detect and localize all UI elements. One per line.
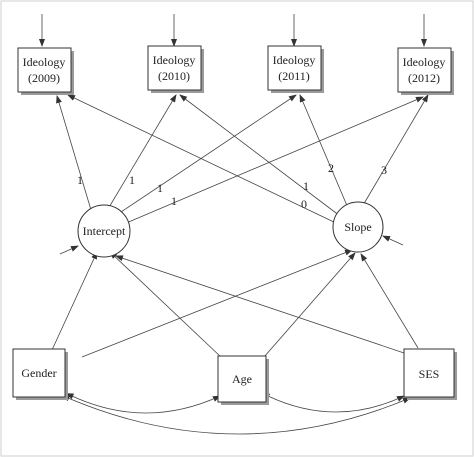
cov-age-ses: [261, 393, 405, 413]
indicator-label-line2: (2009): [28, 71, 60, 85]
indicator-label-line2: (2010): [158, 69, 190, 83]
covariate-ses-label: SES: [419, 367, 440, 381]
loading-slope-2012: 3: [381, 163, 387, 177]
loading-slope-2009: 0: [301, 197, 307, 211]
covariate-gender-label: Gender: [21, 366, 56, 380]
latent-intercept-label: Intercept: [83, 224, 126, 238]
path-intercept-2009: [56, 95, 92, 211]
cov-gender-ses: [61, 395, 411, 435]
path-intercept-2012: [123, 96, 424, 225]
indicator-label-line1: Ideology: [403, 55, 446, 69]
latent-intercept: Intercept: [77, 204, 131, 258]
path-slope-2010: [179, 94, 341, 217]
loading-slope-2010: 1: [303, 179, 309, 193]
path-gender-intercept: [51, 251, 98, 351]
path-slope-2011: [299, 94, 349, 209]
loading-slope-2011: 2: [328, 161, 334, 175]
indicator-ideology-2011: Ideology (2011): [267, 45, 324, 93]
indicator-label-line1: Ideology: [23, 55, 66, 69]
latent-slope-label: Slope: [344, 220, 371, 234]
path-age-slope: [263, 252, 356, 358]
covariate-ses: SES: [403, 348, 457, 400]
residual-arrow-intercept: [59, 245, 79, 255]
indicator-label-line1: Ideology: [153, 53, 196, 67]
indicator-label-line1: Ideology: [273, 53, 316, 67]
indicator-ideology-2009: Ideology (2009): [17, 47, 74, 95]
indicator-label-line2: (2012): [408, 71, 440, 85]
path-age-intercept: [109, 251, 223, 359]
path-intercept-2011: [117, 94, 297, 215]
path-gender-slope: [81, 249, 353, 358]
loading-intercept-2009: 1: [77, 173, 83, 187]
path-intercept-2010: [107, 94, 177, 210]
residual-arrow-slope: [382, 235, 404, 246]
cov-gender-age: [65, 393, 221, 414]
covariate-gender: Gender: [12, 348, 68, 400]
path-slope-2009: [67, 94, 339, 225]
latent-slope: Slope: [332, 201, 384, 253]
path-ses-slope: [360, 253, 419, 349]
indicator-ideology-2010: Ideology (2010): [147, 45, 204, 93]
covariate-age: Age: [217, 355, 269, 405]
indicator-ideology-2012: Ideology (2012): [397, 47, 454, 95]
loading-intercept-2012: 1: [171, 194, 177, 208]
path-ses-intercept: [115, 255, 405, 354]
covariate-age-label: Age: [232, 372, 252, 386]
loading-intercept-2011: 1: [157, 181, 163, 195]
indicator-label-line2: (2011): [278, 69, 310, 83]
loading-intercept-2010: 1: [129, 173, 135, 187]
path-slope-2012: [361, 94, 429, 208]
